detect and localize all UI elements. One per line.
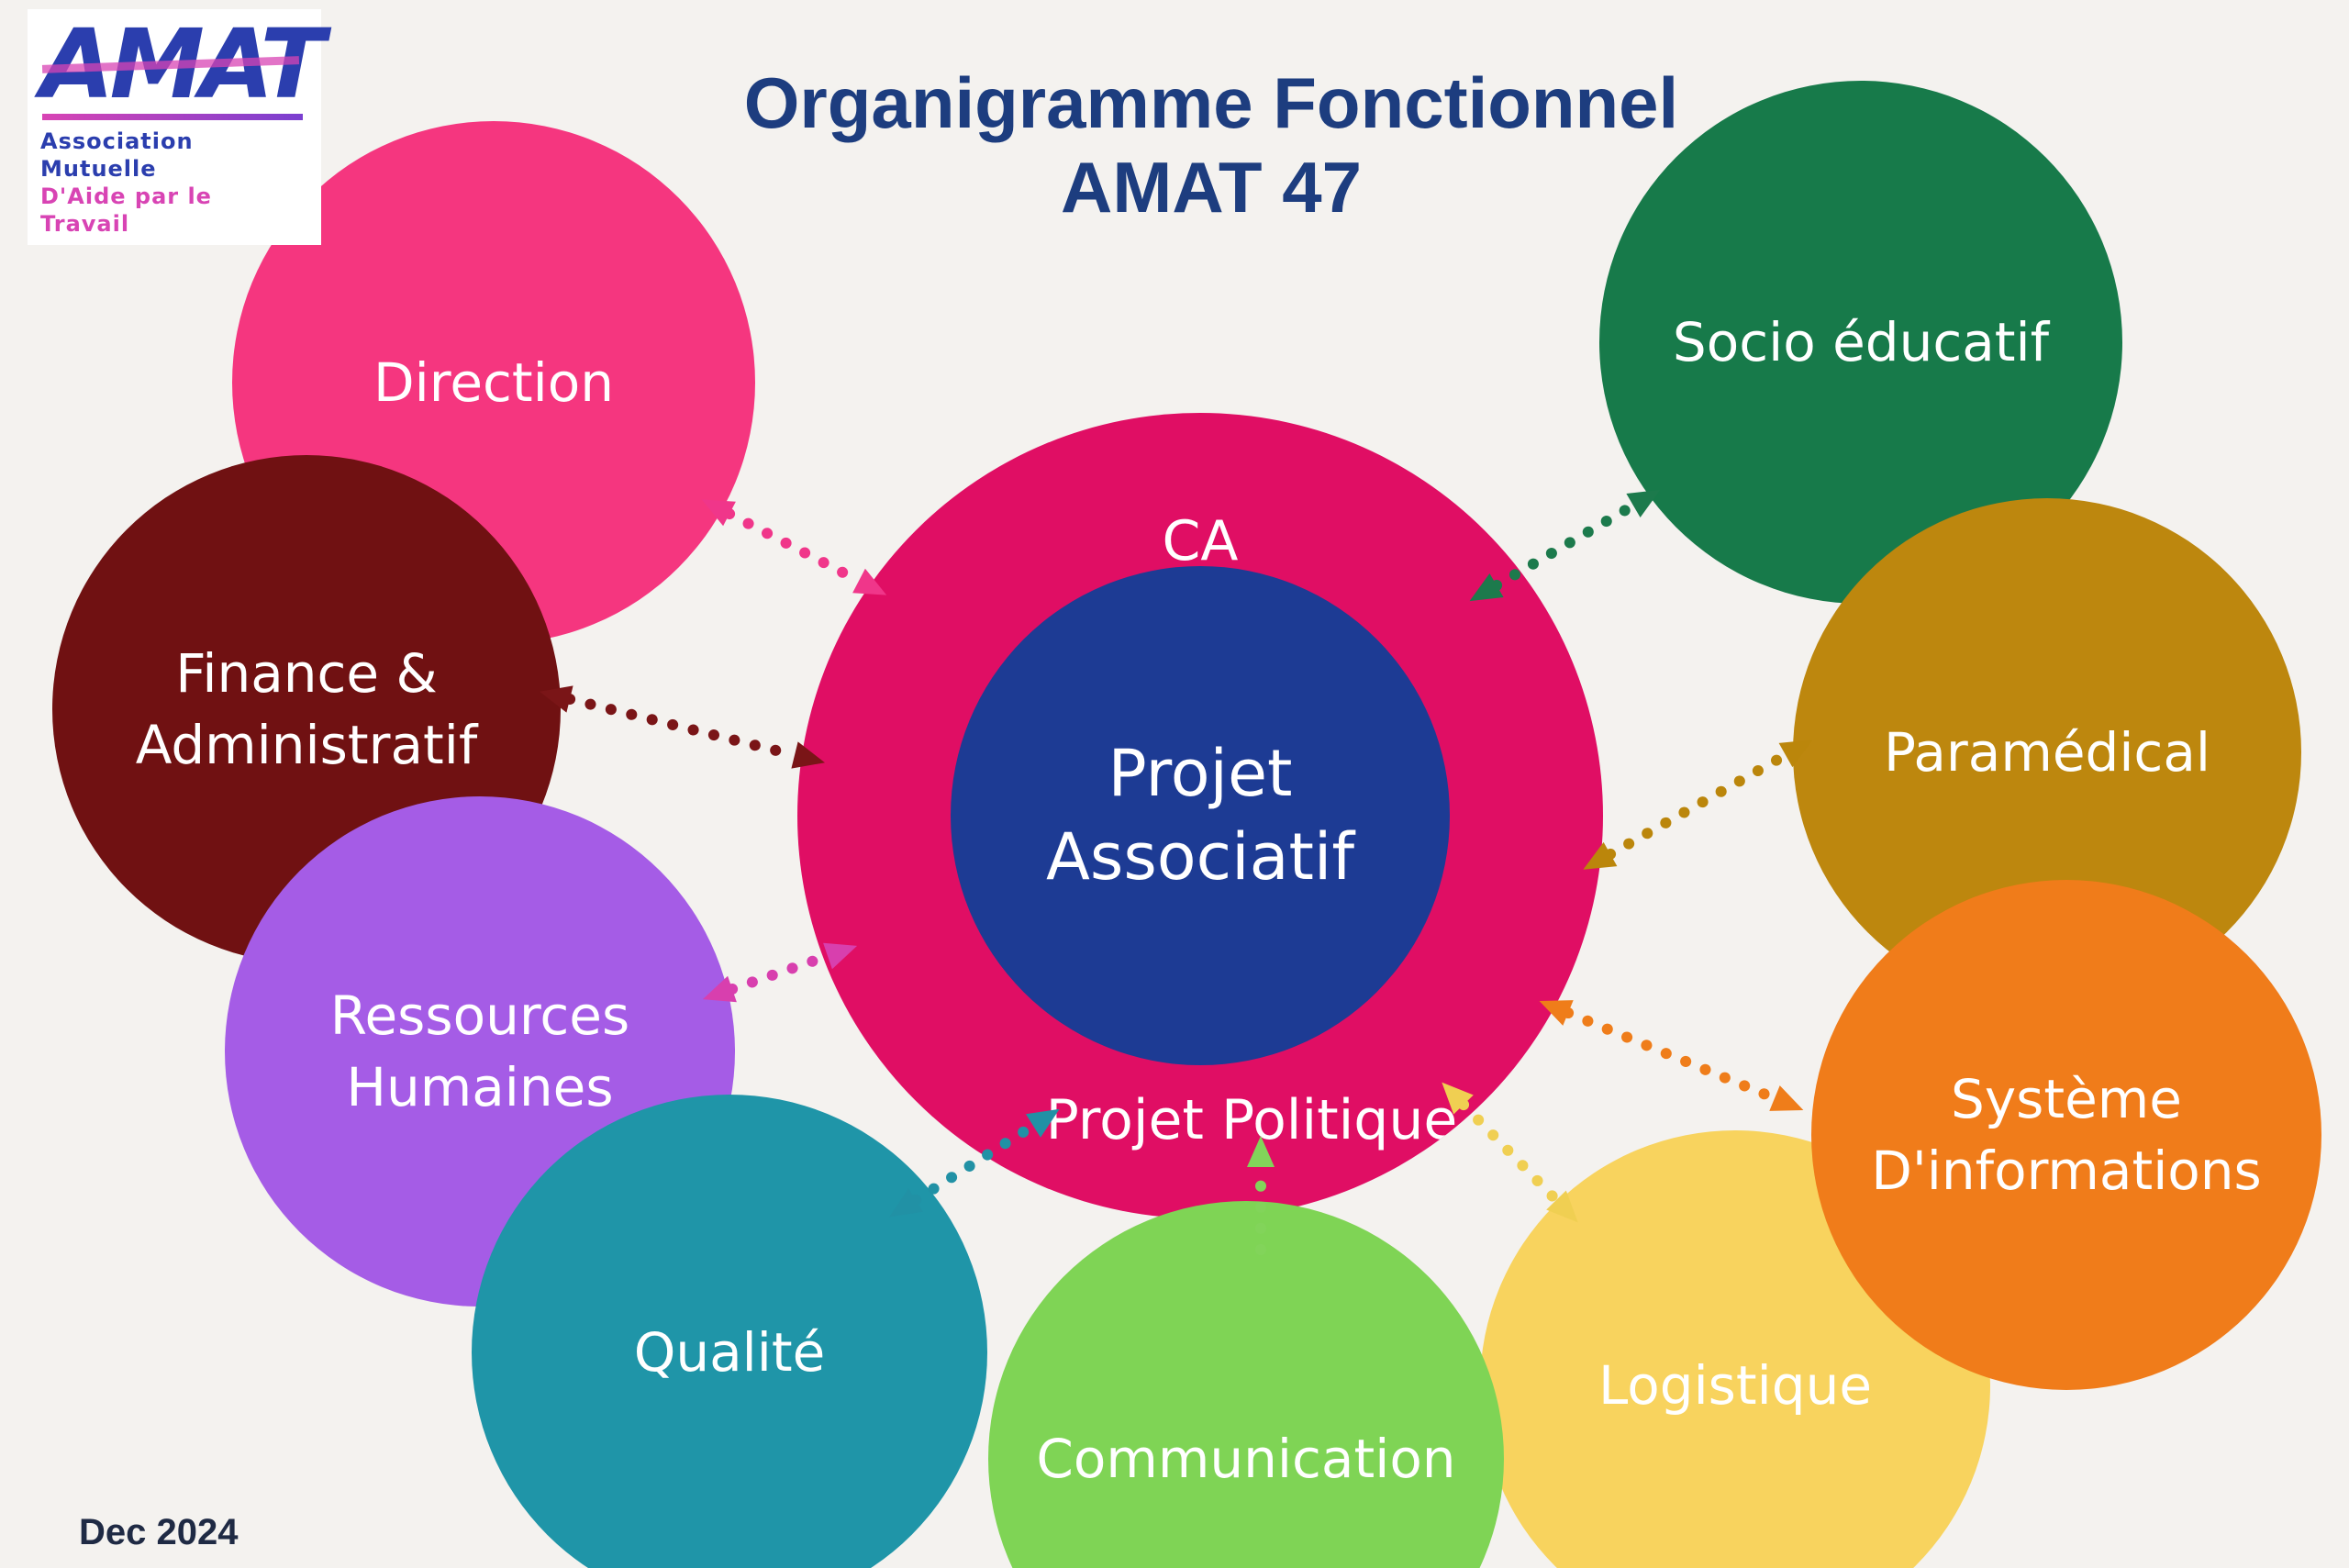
logo-underline-decoration [42,114,303,120]
node-systeme-informations-label: Système D'informations [1871,1067,2262,1202]
node-finance-administratif-label: Finance & Administratif [135,641,478,776]
arrow-systeme [1563,1007,1780,1104]
node-communication: Communication [988,1201,1504,1568]
node-qualite-label: Qualité [633,1320,826,1384]
hub-inner-circle: Projet Associatif [951,566,1450,1065]
arrow-finance [564,694,800,761]
hub-projet-associatif-label: Projet Associatif [1045,736,1355,895]
node-qualite: Qualité [472,1095,987,1568]
node-communication-label: Communication [1036,1427,1456,1490]
node-paramedical-label: Paramédical [1884,720,2210,784]
arrow-paramedical [1605,750,1791,860]
page-title: Organigramme Fonctionnel AMAT 47 [37,61,2349,229]
page-title-line1: Organigramme Fonctionnel [743,62,1679,143]
node-logistique-label: Logistique [1598,1353,1873,1417]
node-ressources-humaines-label: Ressources Humaines [329,984,630,1118]
logo-subtitle-2: D'Aide par le Travail [40,183,212,237]
hub-ca-label: CA [1162,509,1239,573]
page-title-line2: AMAT 47 [1061,147,1362,228]
arrow-rh [727,951,833,995]
node-paramedical: Paramédical [1793,498,2301,1006]
hub-circle: CA Projet Associatif Projet Politique [797,413,1603,1218]
node-socio-educatif-label: Socio éducatif [1672,310,2050,373]
arrow-systeme-head [1769,1085,1804,1111]
logo-wordmark: AMAT [40,17,325,112]
amat-logo: AMAT Association Mutuelle D'Aide par le … [28,9,325,245]
hub-projet-politique-label: Projet Politique [1045,1088,1458,1152]
logo-subtitle-1: Association Mutuelle [40,128,194,182]
date-label: Dec 2024 [79,1512,239,1552]
node-systeme-informations: Système D'informations [1811,880,2321,1390]
node-direction-label: Direction [373,350,615,414]
